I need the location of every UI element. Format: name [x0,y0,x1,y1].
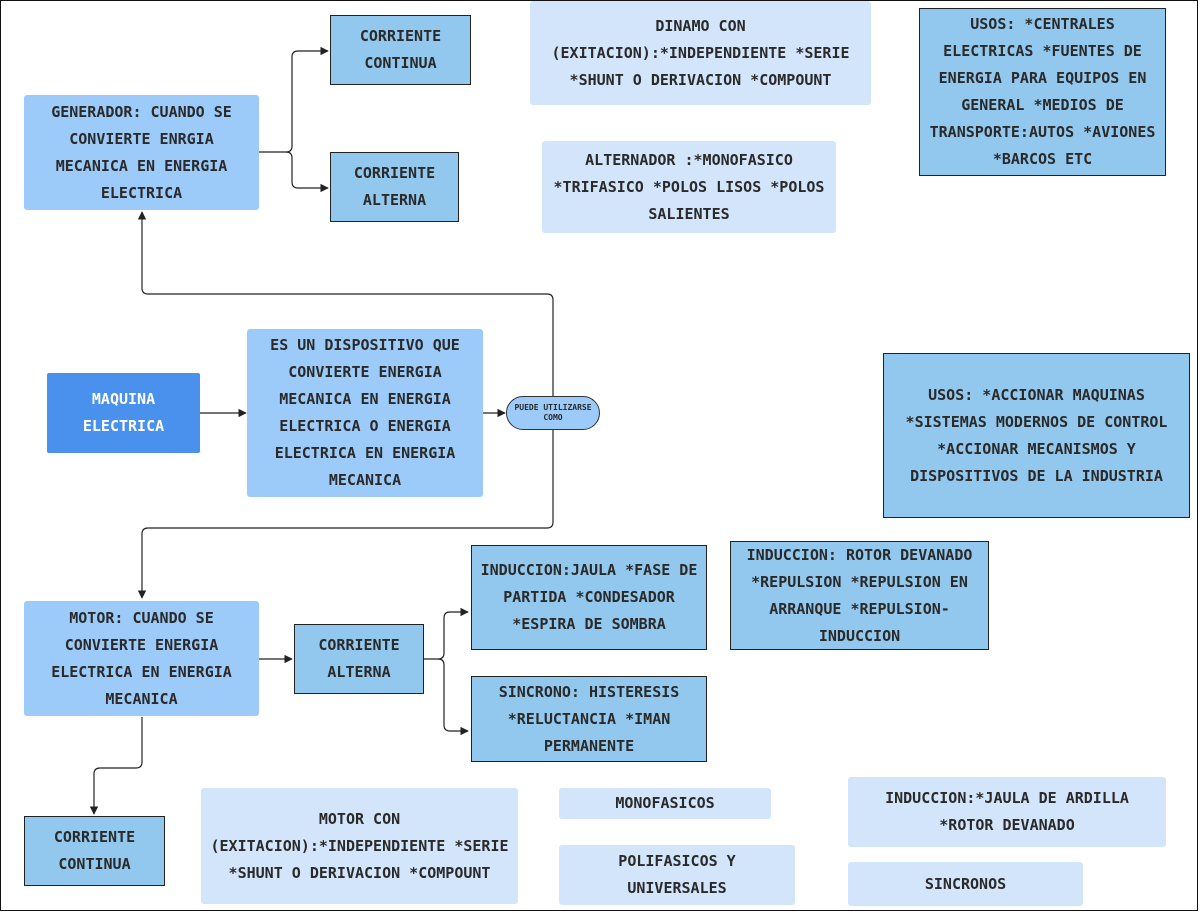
node-polifasicos: POLIFASICOS Y UNIVERSALES [559,845,795,905]
node-dinamo: DINAMO CON (EXITACION):*INDEPENDIENTE *S… [530,1,871,105]
node-gen-corriente-continua: CORRIENTE CONTINUA [330,15,471,85]
node-generador: GENERADOR: CUANDO SE CONVIERTE ENRGIA ME… [24,95,259,210]
node-gen-corriente-alterna: CORRIENTE ALTERNA [330,152,459,222]
node-motor: MOTOR: CUANDO SE CONVIERTE ENERGIA ELECT… [24,601,259,716]
node-definicion: ES UN DISPOSITIVO QUE CONVIERTE ENERGIA … [247,329,483,497]
node-usos-motor: USOS: *ACCIONAR MAQUINAS *SISTEMAS MODER… [883,353,1190,518]
node-mot-corriente-alterna: CORRIENTE ALTERNA [294,624,424,694]
node-sincrono: SINCRONO: HISTERESIS *RELUCTANCIA *IMAN … [471,676,707,762]
node-maquina-electrica: MAQUINA ELECTRICA [47,373,200,453]
node-mot-corriente-continua: CORRIENTE CONTINUA [24,816,165,886]
node-puede-utilizarse: PUEDE UTILIZARSE COMO [506,396,600,430]
node-sincronos: SINCRONOS [848,862,1083,906]
node-usos-generador: USOS: *CENTRALES ELECTRICAS *FUENTES DE … [919,8,1166,176]
node-induccion-rotor: INDUCCION: ROTOR DEVANADO *REPULSION *RE… [730,541,989,650]
node-induccion-jaula: INDUCCION:JAULA *FASE DE PARTIDA *CONDES… [471,545,707,650]
node-alternador: ALTERNADOR :*MONOFASICO *TRIFASICO *POLO… [542,141,836,233]
node-motor-con: MOTOR CON (EXITACION):*INDEPENDIENTE *SE… [201,788,518,904]
node-induccion-ardilla: INDUCCION:*JAULA DE ARDILLA *ROTOR DEVAN… [848,777,1166,847]
node-monofasicos: MONOFASICOS [559,788,771,819]
